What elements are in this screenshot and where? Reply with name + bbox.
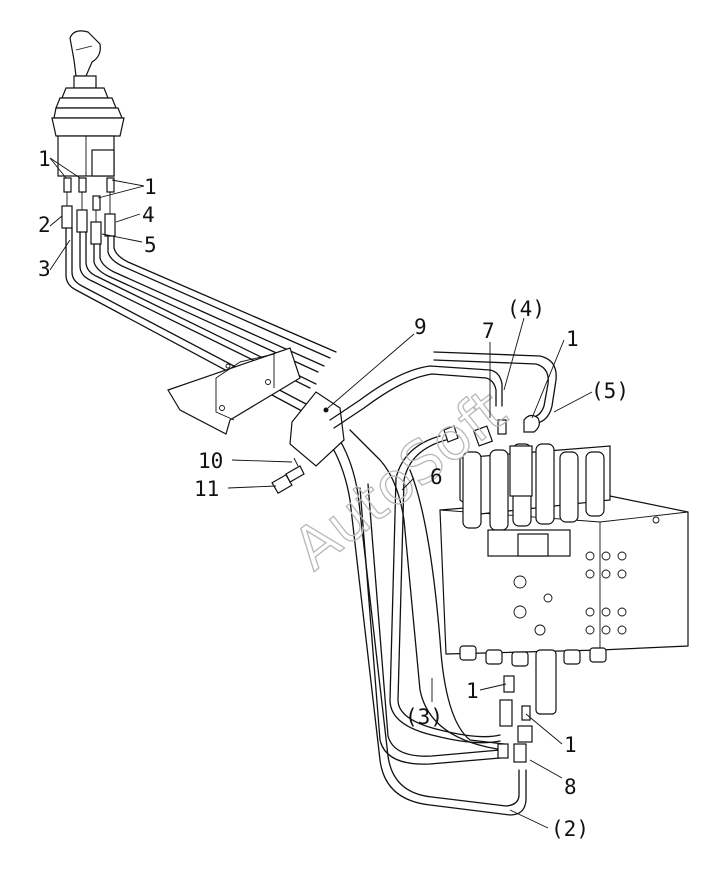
callout-1-right-top: 1 xyxy=(144,175,157,199)
callout-1-valve-bottom-left: 1 xyxy=(466,679,479,703)
callout-6: 6 xyxy=(430,465,443,489)
mounting-bracket xyxy=(167,347,345,467)
control-valve-block xyxy=(439,443,689,715)
callout-3-left: 3 xyxy=(38,257,51,281)
callout-9: 9 xyxy=(414,315,427,339)
joystick-port-fittings xyxy=(61,177,116,245)
callout-1-left-top: 1 xyxy=(38,147,51,171)
callout-5-right: 5 xyxy=(144,233,157,257)
callout-2-left: 2 xyxy=(38,213,51,237)
valve-fittings xyxy=(443,414,540,763)
callout-1-valve-bottom-right: 1 xyxy=(564,733,577,757)
callout-7: 7 xyxy=(482,319,495,343)
joystick-assembly xyxy=(51,30,125,177)
valve-ports xyxy=(513,516,660,636)
callout-2-paren: (2) xyxy=(551,817,589,841)
callout-11: 11 xyxy=(194,477,219,501)
callout-3-paren: (3) xyxy=(405,705,443,729)
callout-8: 8 xyxy=(564,775,577,799)
callout-1-valve-top: 1 xyxy=(566,327,579,351)
pilot-hose-bundle xyxy=(65,227,527,816)
callout-5-paren: (5) xyxy=(591,379,629,403)
callout-4-right: 4 xyxy=(142,203,155,227)
callout-4-paren: (4) xyxy=(507,297,545,321)
callout-labels: 1 1 2 3 4 5 9 7 (4) 1 (5) 6 10 11 1 (3) … xyxy=(38,147,629,841)
valve-pilot-hoses xyxy=(329,351,557,765)
bolt-and-washer xyxy=(271,457,305,495)
callout-leaders xyxy=(49,157,593,829)
callout-10: 10 xyxy=(198,449,223,473)
